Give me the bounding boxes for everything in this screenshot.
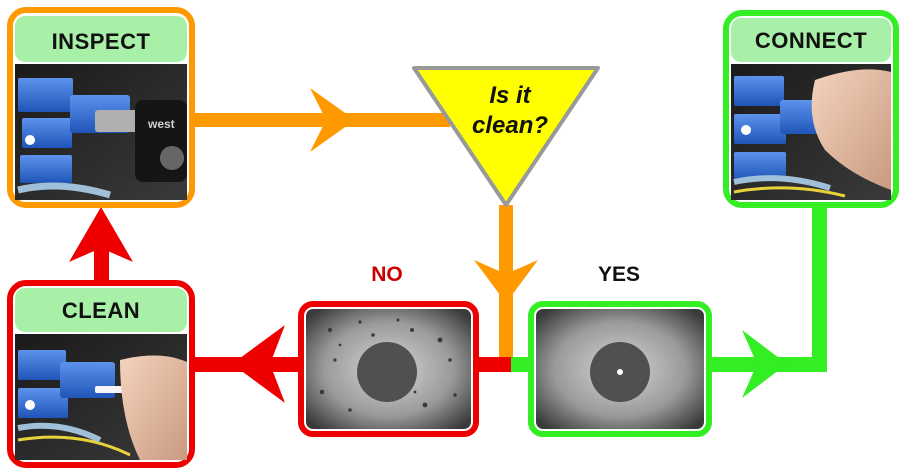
to-connect-arrowhead bbox=[742, 330, 787, 398]
clean-step: CLEAN bbox=[7, 280, 195, 468]
clean-photo bbox=[15, 334, 187, 460]
connect-label: CONNECT bbox=[755, 28, 867, 53]
clean-endface-image bbox=[528, 301, 712, 437]
clean-to-inspect-arrowhead bbox=[69, 207, 133, 262]
svg-text:west: west bbox=[147, 117, 175, 131]
decision-node: Is it clean? bbox=[412, 66, 600, 207]
decision-down-arrowhead bbox=[474, 260, 538, 303]
inspect-label: INSPECT bbox=[52, 29, 151, 54]
inspect-photo: west bbox=[15, 64, 187, 200]
dirty-endface-image bbox=[298, 301, 479, 437]
yes-branch-label: YES bbox=[598, 263, 640, 286]
inspect-to-decision-arrowhead bbox=[310, 88, 355, 152]
inspect-to-decision-line bbox=[195, 113, 450, 127]
connect-step: CONNECT bbox=[723, 10, 899, 208]
clean-label: CLEAN bbox=[62, 298, 140, 323]
inspect-step: INSPECT west bbox=[7, 7, 195, 208]
to-connect-vertical-line bbox=[812, 200, 827, 372]
to-clean-arrowhead bbox=[232, 325, 285, 403]
yes-branch-line bbox=[511, 357, 533, 372]
no-branch-label: NO bbox=[371, 263, 403, 286]
decision-question-line1: Is it bbox=[489, 82, 531, 109]
decision-question-line2: clean? bbox=[472, 112, 548, 139]
connect-photo bbox=[731, 64, 891, 200]
